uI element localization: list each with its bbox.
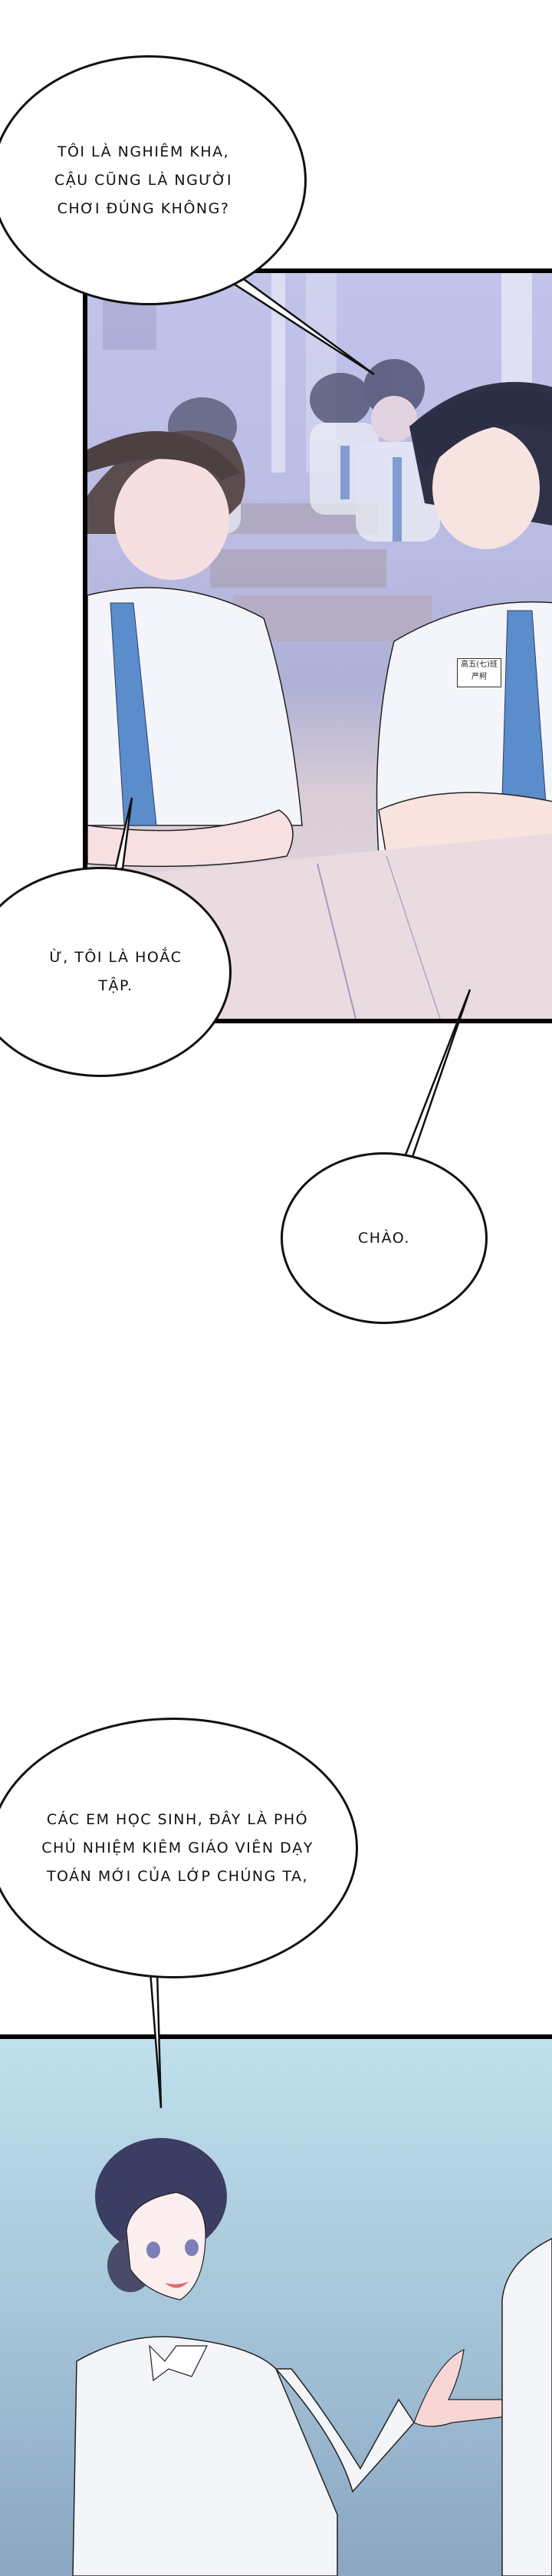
name-tag-class: 高五(七)班 (458, 659, 501, 671)
student-name-tag: 高五(七)班 严柯 (457, 658, 501, 687)
panel-teacher (0, 2034, 552, 2576)
bubble-4-line-1: Các em học sinh, đây là phó (47, 1806, 308, 1834)
bubble-1-line-3: chơi đúng không? (58, 195, 230, 223)
student-left (87, 430, 302, 866)
speech-bubble-4: Các em học sinh, đây là phó chủ nhiệm ki… (0, 1718, 358, 1978)
bubble-4-line-2: chủ nhiệm kiêm giáo viên dạy (41, 1834, 314, 1863)
bubble-3-line-1: Chào. (358, 1224, 410, 1253)
bubble-1-line-2: cậu cũng là người (54, 166, 232, 195)
speech-bubble-3: Chào. (281, 1152, 488, 1324)
name-tag-name: 严柯 (458, 671, 501, 684)
bubble-4-line-3: toán mới của lớp chúng ta, (47, 1863, 308, 1891)
bubble-2-line-2: Tập. (98, 972, 133, 1000)
speech-bubble-1: Tôi là Nghiêm Kha, cậu cũng là người chơ… (0, 55, 307, 305)
bubble-1-line-1: Tôi là Nghiêm Kha, (58, 138, 229, 166)
bubble-2-line-1: Ừ, tôi là Hoắc (49, 944, 182, 972)
teacher-illustration (0, 2039, 552, 2576)
